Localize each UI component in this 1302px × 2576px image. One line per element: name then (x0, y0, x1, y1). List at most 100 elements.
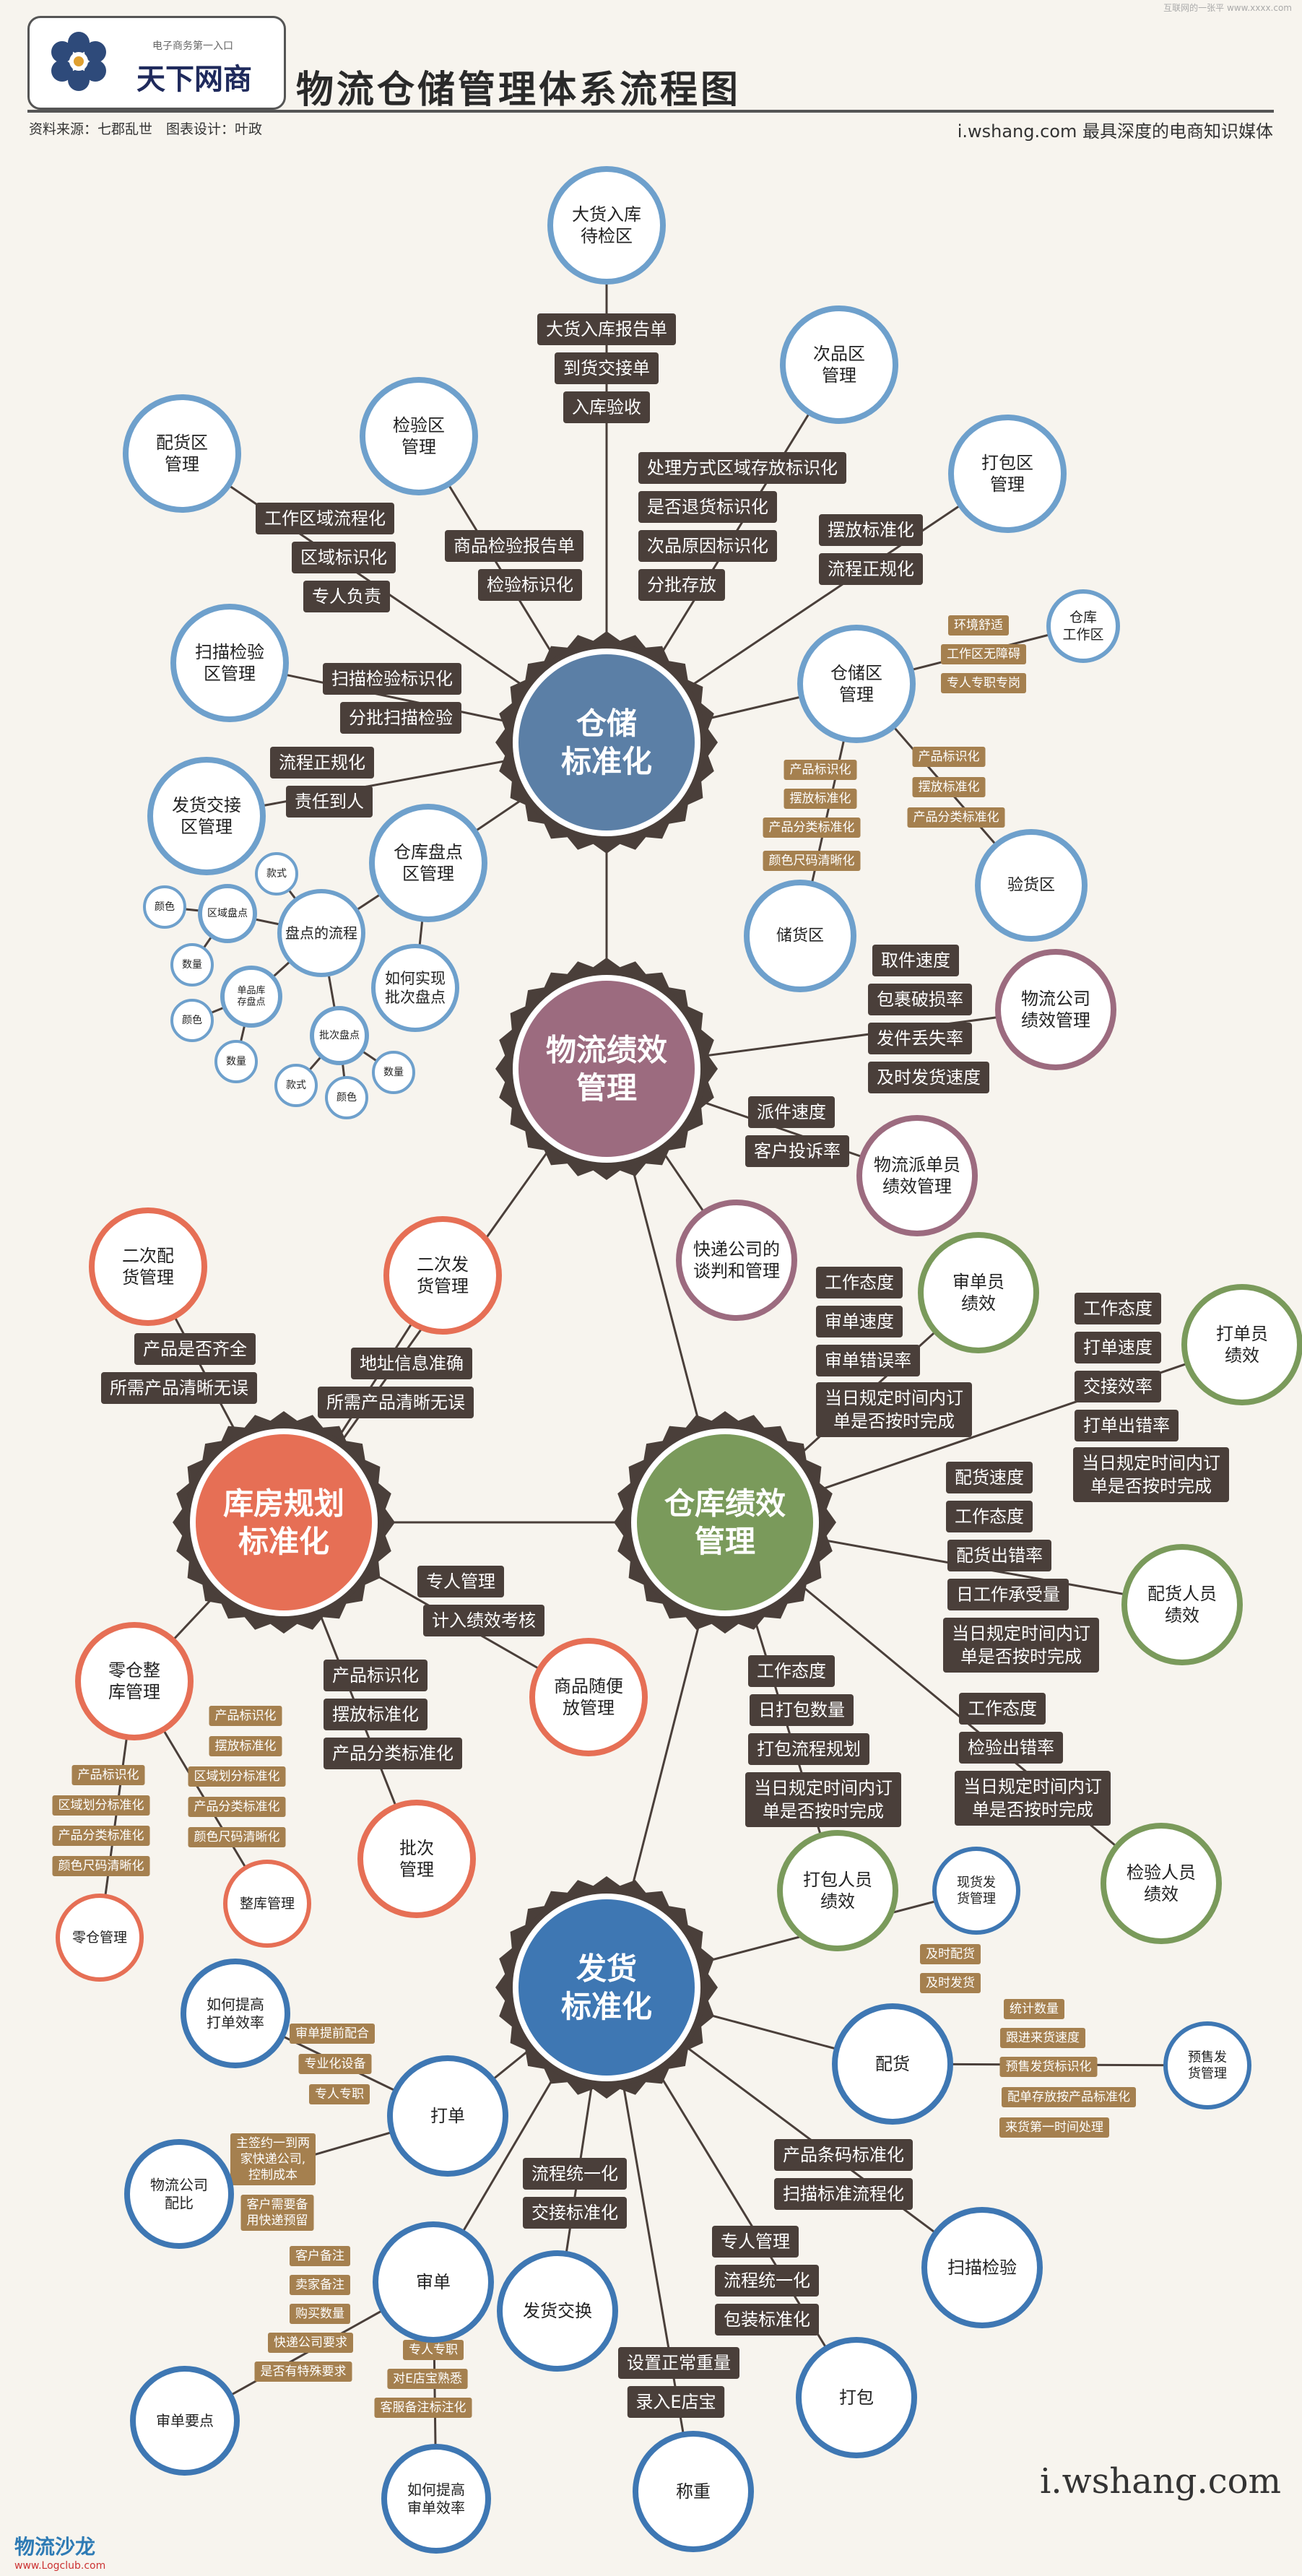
svg-text:储货区: 储货区 (776, 927, 824, 945)
tag-label: 产品分类标准化 (907, 807, 1005, 828)
svg-text:产品条码标准化: 产品条码标准化 (783, 2145, 904, 2165)
tag-label: 配单存放按产品标准化 (1002, 2087, 1136, 2107)
svg-text:审单效率: 审单效率 (407, 2499, 465, 2517)
tag-label: 流程统一化 (715, 2265, 819, 2297)
svg-text:如何提高: 如何提高 (407, 2481, 465, 2499)
svg-text:主签约一到两: 主签约一到两 (236, 2136, 310, 2151)
tag-label: 扫描标准流程化 (774, 2178, 913, 2210)
svg-text:工作态度: 工作态度 (968, 1699, 1037, 1719)
node-f2: 打单 (387, 2055, 508, 2177)
svg-text:绩效管理: 绩效管理 (882, 1176, 952, 1197)
svg-text:交接标准化: 交接标准化 (531, 2203, 618, 2223)
tag-label: 工作态度 (946, 1501, 1033, 1532)
svg-text:款式: 款式 (286, 1080, 306, 1091)
svg-text:产品分类标准化: 产品分类标准化 (194, 1800, 280, 1814)
svg-text:盘点的流程: 盘点的流程 (285, 924, 357, 942)
svg-text:用快递预留: 用快递预留 (247, 2213, 308, 2228)
tag-label: 及时发货速度 (868, 1062, 989, 1093)
svg-text:数量: 数量 (383, 1067, 404, 1078)
tagline: i.wshang.com 最具深度的电商知识媒体 (957, 121, 1273, 142)
tag-label: 日打包数量 (750, 1694, 854, 1726)
svg-text:流程正规化: 流程正规化 (279, 753, 365, 773)
tag-label: 工作态度 (748, 1655, 835, 1687)
tag-label: 流程统一化 (523, 2158, 627, 2190)
svg-text:工作态度: 工作态度 (955, 1506, 1024, 1527)
tag-label: 流程正规化 (819, 553, 923, 585)
svg-text:审单员: 审单员 (952, 1272, 1004, 1292)
svg-text:当日规定时间内订: 当日规定时间内订 (1082, 1453, 1220, 1473)
svg-text:当日规定时间内订: 当日规定时间内订 (952, 1623, 1090, 1644)
svg-text:产品标识化: 产品标识化 (790, 763, 851, 777)
svg-text:谈判和管理: 谈判和管理 (693, 1261, 780, 1281)
svg-text:发货交换: 发货交换 (523, 2301, 592, 2321)
svg-text:快递公司的: 快递公司的 (693, 1239, 780, 1259)
svg-text:专人专职专岗: 专人专职专岗 (947, 676, 1020, 690)
circle-nodes: 仓储标准化物流绩效管理库房规划标准化仓库绩效管理发货标准化大货入库待检区次品区管… (56, 166, 1302, 2554)
svg-text:区管理: 区管理 (204, 664, 256, 684)
tag-label: 专人专职 (403, 2340, 464, 2360)
tag-label: 统计数量 (1004, 1999, 1064, 2019)
svg-text:货管理: 货管理 (417, 1276, 469, 1296)
svg-text:颜色: 颜色 (155, 901, 175, 913)
tag-label: 工作态度 (1075, 1293, 1161, 1324)
svg-text:客户备注: 客户备注 (295, 2249, 344, 2263)
svg-text:批次盘点: 批次盘点 (319, 1029, 360, 1041)
svg-text:如何提高: 如何提高 (207, 1996, 264, 2013)
footer-logo-url: www.Logclub.com (14, 2560, 106, 2572)
svg-text:产品分类标准化: 产品分类标准化 (769, 820, 855, 835)
svg-text:打单速度: 打单速度 (1083, 1337, 1153, 1358)
tag-label: 客户投诉率 (745, 1135, 849, 1167)
svg-text:绩效: 绩效 (961, 1293, 996, 1314)
tag-label: 产品分类标准化 (324, 1738, 462, 1769)
svg-text:产品分类标准化: 产品分类标准化 (332, 1743, 453, 1764)
tag-label: 产品是否齐全 (134, 1333, 256, 1365)
tag-label: 检验标识化 (478, 569, 582, 601)
node-n14: 验货区 (975, 829, 1088, 942)
svg-text:单是否按时完成: 单是否按时完成 (972, 1800, 1093, 1820)
logo-name: 天下网商 (136, 63, 252, 96)
svg-text:检验区: 检验区 (393, 415, 445, 435)
node-f12: 打包 (796, 2337, 917, 2458)
tag-label: 打包流程规划 (748, 1733, 869, 1765)
tag-label: 设置正常重量 (618, 2347, 739, 2379)
tag-label: 工作态度 (816, 1267, 903, 1298)
tag-label: 产品标识化 (784, 760, 857, 780)
tag-label: 责任到人 (286, 786, 373, 818)
svg-text:派件速度: 派件速度 (757, 1102, 826, 1122)
node-f8: 发货交换 (497, 2250, 618, 2372)
svg-text:工作区: 工作区 (1062, 627, 1103, 643)
svg-text:颜色尺码清晰化: 颜色尺码清晰化 (769, 854, 855, 868)
tag-label: 区域划分标准化 (188, 1766, 286, 1787)
tag-label: 入库验收 (563, 391, 650, 423)
svg-text:物流公司: 物流公司 (150, 2177, 208, 2194)
tag-label: 审单提前配合 (290, 2024, 375, 2044)
tag-label: 专人专职 (309, 2084, 370, 2104)
tag-label: 发件丢失率 (868, 1023, 972, 1054)
tag-label: 是否有特殊要求 (254, 2362, 352, 2382)
footer-logo-name: 物流沙龙 (14, 2535, 96, 2559)
svg-text:设置正常重量: 设置正常重量 (627, 2353, 731, 2373)
svg-text:区管理: 区管理 (181, 817, 233, 837)
logo[interactable]: 电子商务第一入口 天下网商 (27, 16, 286, 110)
svg-text:库房规划: 库房规划 (223, 1486, 344, 1521)
node-f13: 称重 (633, 2431, 754, 2552)
flower-logo-icon (51, 32, 106, 91)
svg-text:客户投诉率: 客户投诉率 (754, 1141, 841, 1161)
svg-text:颜色尺码清晰化: 颜色尺码清晰化 (58, 1859, 144, 1873)
svg-text:配货速度: 配货速度 (955, 1467, 1024, 1488)
svg-text:日打包数量: 日打包数量 (758, 1700, 845, 1720)
svg-text:次品区: 次品区 (813, 344, 865, 364)
footer-url[interactable]: i.wshang.com (1040, 2461, 1282, 2502)
svg-text:所需产品清晰无误: 所需产品清晰无误 (110, 1378, 248, 1398)
tag-label: 专人专职专岗 (941, 673, 1026, 693)
svg-text:录入E店宝: 录入E店宝 (635, 2392, 716, 2412)
